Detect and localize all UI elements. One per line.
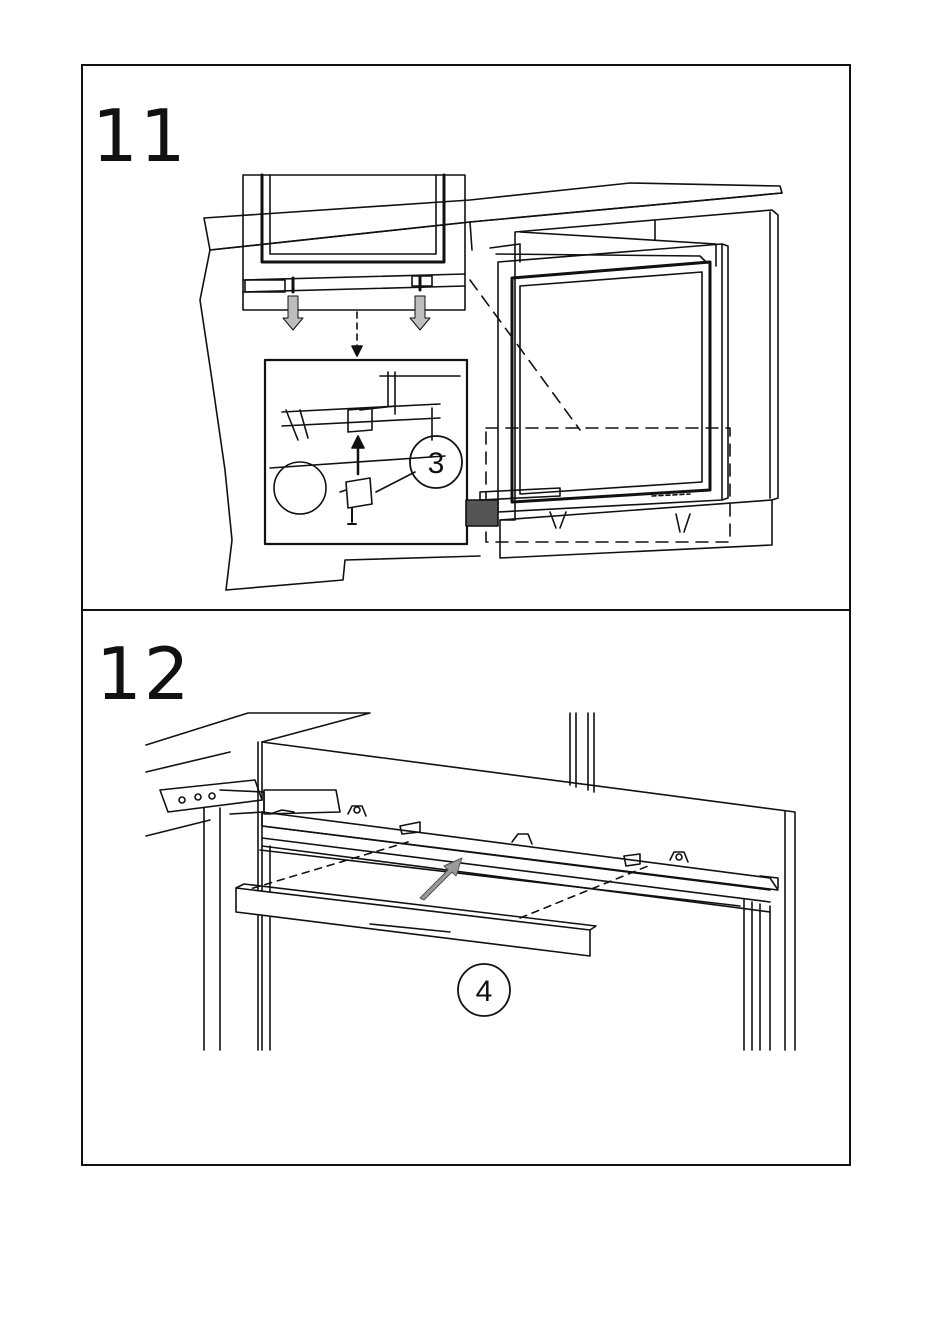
callout-4-label: 4 [476,975,493,1008]
step-11-illustration [200,175,782,590]
callout-3-label: 3 [428,447,445,480]
callout-3: 3 [410,436,462,488]
callout-4: 4 [458,964,510,1016]
step-12-illustration [146,713,795,1050]
